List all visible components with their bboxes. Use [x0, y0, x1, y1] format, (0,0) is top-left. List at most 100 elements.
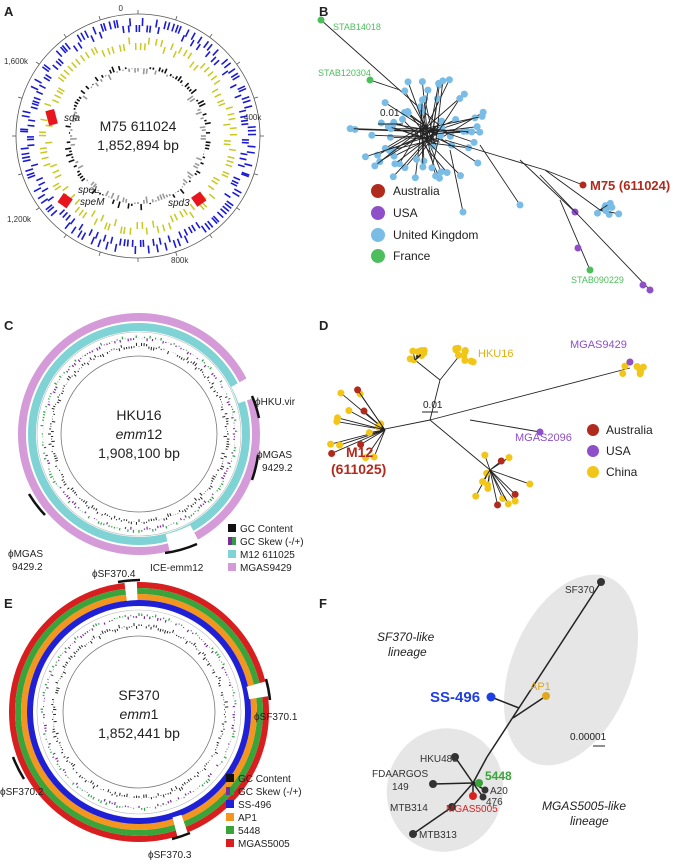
scale-tick	[98, 251, 101, 256]
gc-skew-bar	[156, 617, 159, 621]
tip-china	[409, 347, 417, 355]
gene-tick-outer	[122, 25, 125, 34]
gc-bar	[186, 86, 190, 90]
gc-content-bar	[191, 642, 193, 645]
gc-skew-bar	[64, 650, 67, 654]
gene-tick-outer	[26, 171, 35, 177]
node-mtb313	[409, 830, 417, 838]
gc-content-bar	[56, 687, 60, 690]
gc-content-bar	[106, 514, 109, 517]
scale-tick	[175, 251, 178, 256]
gc-skew-bar	[57, 656, 61, 659]
gc-skew-bar	[62, 490, 65, 494]
gc-content-bar	[170, 788, 173, 792]
tip-china	[327, 440, 335, 448]
gc-content-bar	[62, 671, 67, 674]
gene-tick-outer	[207, 220, 214, 228]
branch-mtb314	[451, 782, 474, 808]
gc-bar	[100, 74, 104, 79]
gc-bar	[111, 66, 115, 73]
branch-uk	[394, 129, 440, 165]
gc-content-bar	[111, 793, 113, 796]
gc-bar	[78, 96, 82, 100]
tip-uk	[361, 153, 369, 161]
panel-f-scale-label: 0.00001	[570, 732, 607, 743]
legend-c-m12-swatch	[228, 550, 236, 558]
gene-tick-outer	[30, 163, 39, 167]
gc-skew-bar	[88, 351, 91, 354]
gc-skew-bar	[77, 506, 80, 509]
gc-bar	[80, 89, 86, 95]
gene-tick-outer	[38, 181, 46, 187]
gc-content-bar	[107, 789, 110, 793]
gc-skew-bar	[62, 768, 65, 772]
gene-tick-outer	[80, 232, 87, 241]
gene-tick-inner	[228, 117, 236, 121]
gc-bar	[68, 159, 75, 163]
gene-tick-outer	[183, 235, 189, 244]
gene-tick-outer	[191, 224, 196, 232]
panel-a-gene-spem: speM	[80, 197, 105, 208]
tip-china	[345, 406, 353, 414]
branch-leaf	[337, 417, 386, 431]
gc-bar	[202, 112, 207, 116]
gc-content-bar	[205, 763, 208, 765]
tip-china	[472, 492, 480, 500]
node-mtb314	[448, 803, 456, 811]
tip-china	[334, 414, 342, 422]
legend-b-australia: Australia	[393, 184, 440, 198]
gc-content-bar	[196, 648, 198, 650]
panel-f-lineage-bottom-2: lineage	[570, 814, 609, 828]
gc-skew-bar	[211, 496, 215, 500]
gc-content-bar	[204, 765, 206, 767]
tip-uk	[459, 208, 467, 216]
label-fdaargos-1: FDAARGOS	[372, 769, 428, 780]
gc-content-bar	[55, 465, 58, 468]
gc-skew-bar	[203, 364, 207, 368]
gene-tick-outer	[224, 192, 231, 199]
panel-d-label-m12: M12	[346, 444, 373, 460]
tip-china	[336, 441, 344, 449]
gc-skew-bar	[205, 644, 209, 648]
branch-stem	[472, 756, 488, 784]
gc-skew-bar	[48, 742, 51, 745]
gene-tick-outer	[146, 25, 149, 33]
gc-bar	[204, 147, 210, 150]
gc-content-bar	[222, 416, 226, 418]
gc-content-bar	[72, 489, 75, 493]
gene-tick-outer	[230, 182, 238, 187]
gene-tick-inner	[128, 37, 131, 45]
gene-tick-inner	[179, 210, 184, 218]
gc-skew-bar	[223, 474, 226, 477]
label-fdaargos-2: 149	[392, 782, 409, 793]
gc-skew-bar	[211, 372, 214, 376]
gene-tick-outer	[226, 200, 234, 207]
gc-skew-bar	[201, 784, 204, 787]
gene-tick-inner	[193, 64, 199, 71]
node-sf370	[597, 578, 605, 586]
gene-tick-outer	[167, 235, 172, 243]
scale-tick	[253, 173, 258, 176]
gc-skew-bar	[97, 521, 100, 524]
gc-content-bar	[186, 356, 189, 361]
gc-content-bar	[96, 784, 99, 788]
gc-content-bar	[202, 652, 205, 655]
gc-skew-bar	[184, 793, 187, 796]
gc-content-bar	[61, 479, 64, 482]
tip-china	[505, 454, 513, 462]
gc-bar	[202, 156, 206, 159]
gc-content-bar	[176, 354, 179, 357]
gene-tick-inner	[101, 49, 106, 57]
tip-uk	[473, 123, 481, 131]
branch-down2	[479, 144, 521, 206]
gc-content-bar	[223, 455, 228, 458]
gc-content-bar	[186, 507, 188, 510]
gc-skew-bar	[202, 503, 205, 506]
gc-content-bar	[57, 399, 62, 402]
gene-tick-outer	[27, 124, 35, 127]
gene-tick-inner	[41, 156, 49, 160]
gc-skew-bar	[58, 378, 61, 381]
gc-bar	[161, 193, 166, 199]
gene-tick-inner	[189, 61, 195, 68]
gc-content-bar	[157, 628, 159, 631]
